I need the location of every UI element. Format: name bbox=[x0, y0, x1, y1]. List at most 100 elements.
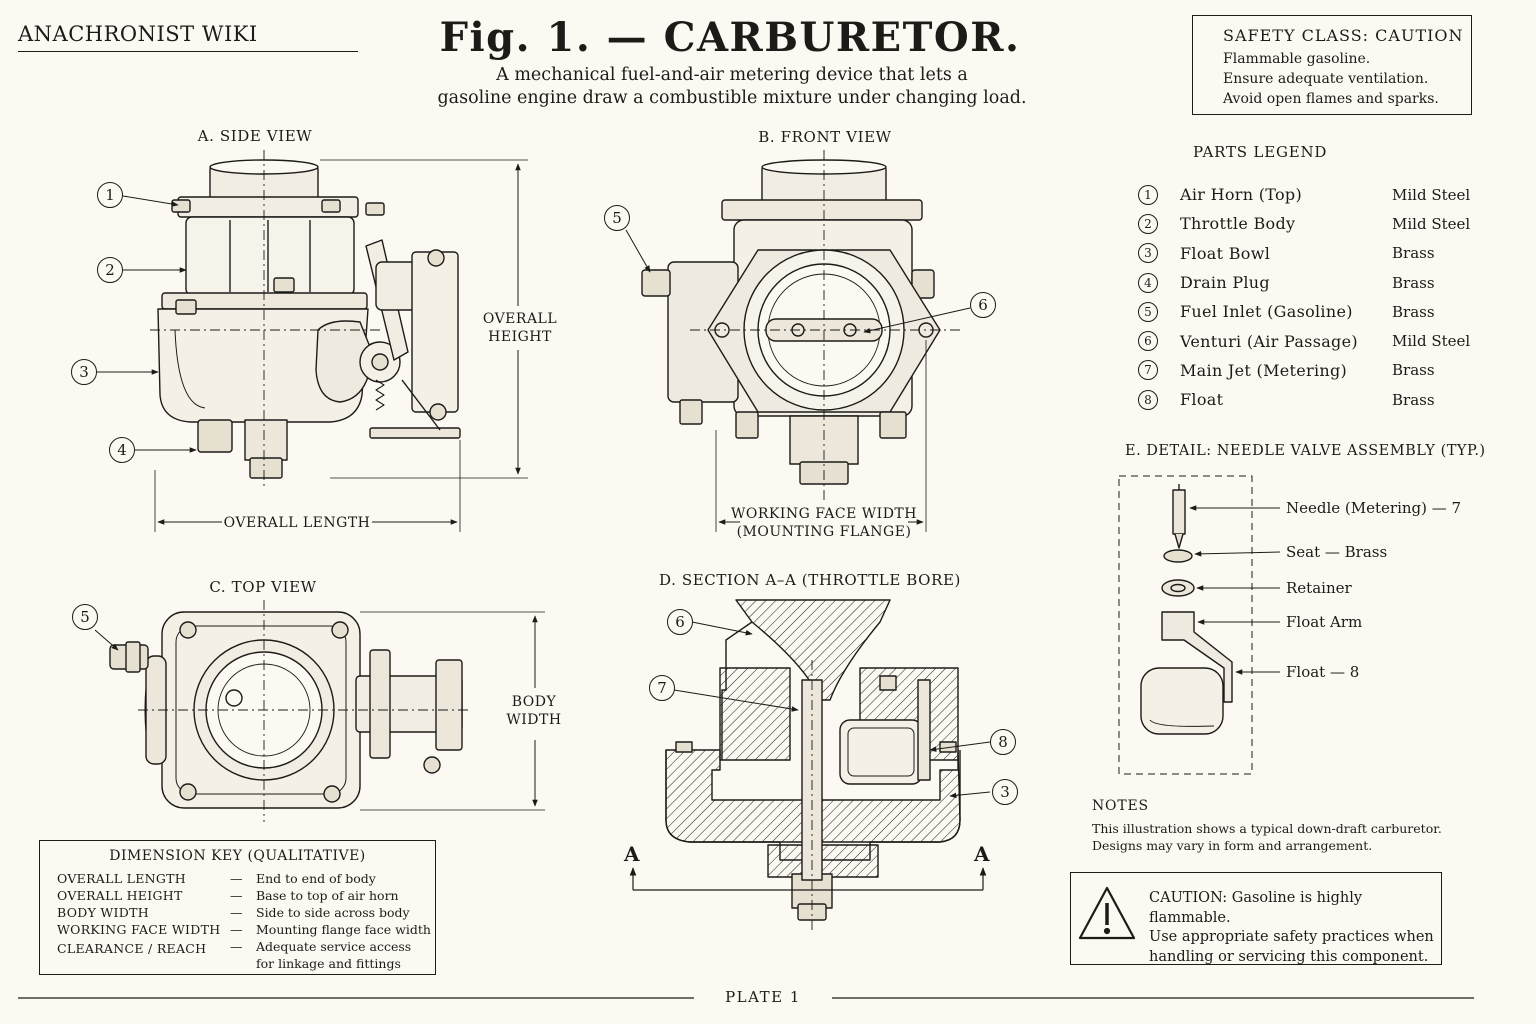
body-width-line-1: BODY bbox=[511, 694, 557, 710]
legend-part-name: Float bbox=[1180, 390, 1224, 410]
notes-line-2: Designs may vary in form and arrangement… bbox=[1092, 838, 1373, 853]
body-width-line-2: WIDTH bbox=[506, 712, 562, 728]
wiki-title[interactable]: ANACHRONIST WIKI bbox=[18, 22, 358, 52]
legend-row: 2 Throttle Body Mild Steel bbox=[1138, 209, 1478, 238]
dimension-key-desc-continuation: for linkage and fittings bbox=[256, 956, 401, 971]
detail-label-float: Float — 8 bbox=[1286, 663, 1360, 681]
detail-label-seat: Seat — Brass bbox=[1286, 543, 1388, 561]
plate-label: PLATE 1 bbox=[725, 988, 801, 1006]
legend-material: Brass bbox=[1392, 390, 1435, 409]
front-view-label: B. FRONT VIEW bbox=[758, 128, 892, 146]
legend-part-name: Fuel Inlet (Gasoline) bbox=[1180, 302, 1353, 322]
dimension-key-term: OVERALL LENGTH bbox=[57, 871, 186, 886]
notes-line-1: This illustration shows a typical down-d… bbox=[1092, 821, 1442, 836]
legend-material: Brass bbox=[1392, 302, 1435, 321]
legend-number: 8 bbox=[1138, 389, 1158, 410]
working-face-line-1: WORKING FACE WIDTH bbox=[731, 506, 917, 522]
dimension-key-dash: — bbox=[230, 888, 243, 903]
legend-number: 3 bbox=[1138, 243, 1158, 264]
legend-part-name: Throttle Body bbox=[1180, 214, 1296, 234]
legend-material: Mild Steel bbox=[1392, 332, 1471, 351]
detail-label-retainer: Retainer bbox=[1286, 579, 1352, 597]
working-face-width-label: WORKING FACE WIDTH (MOUNTING FLANGE) bbox=[726, 505, 922, 541]
overall-height-label: OVERALL HEIGHT bbox=[478, 310, 562, 346]
callout-side-3: 3 bbox=[71, 359, 97, 385]
section-marker-right: A bbox=[974, 842, 990, 866]
caution-line-2: Use appropriate safety practices when bbox=[1149, 929, 1434, 945]
legend-material: Mild Steel bbox=[1392, 185, 1471, 204]
legend-part-name: Drain Plug bbox=[1180, 273, 1270, 293]
dimension-key-desc: Side to side across body bbox=[256, 905, 410, 920]
legend-part-name: Air Horn (Top) bbox=[1180, 185, 1303, 205]
legend-number: 4 bbox=[1138, 272, 1158, 293]
dimension-key-dash: — bbox=[230, 939, 243, 954]
callout-section-3: 3 bbox=[992, 779, 1018, 805]
detail-label-float-arm: Float Arm bbox=[1286, 613, 1363, 631]
dimension-key-term: WORKING FACE WIDTH bbox=[57, 922, 221, 937]
safety-line-2: Ensure adequate ventilation. bbox=[1223, 71, 1429, 87]
top-view-label: C. TOP VIEW bbox=[209, 578, 317, 596]
legend-number: 1 bbox=[1138, 184, 1158, 205]
parts-legend: 1 Air Horn (Top) Mild Steel 2 Throttle B… bbox=[1138, 180, 1478, 414]
legend-number: 6 bbox=[1138, 331, 1158, 352]
legend-row: 6 Venturi (Air Passage) Mild Steel bbox=[1138, 326, 1478, 355]
callout-top-5: 5 bbox=[72, 604, 98, 630]
caution-line-1: CAUTION: Gasoline is highly flammable. bbox=[1149, 890, 1363, 926]
figure-subtitle: A mechanical fuel-and-air metering devic… bbox=[400, 64, 1064, 110]
needle-valve-detail-drawing bbox=[1118, 475, 1281, 775]
callout-side-1: 1 bbox=[97, 182, 123, 208]
callout-section-8: 8 bbox=[990, 729, 1016, 755]
front-view-drawing bbox=[625, 150, 971, 532]
dimension-key-term: CLEARANCE / REACH bbox=[57, 941, 207, 956]
safety-line-3: Avoid open flames and sparks. bbox=[1223, 91, 1439, 107]
detail-label-needle: Needle (Metering) — 7 bbox=[1286, 499, 1462, 517]
dimension-key-box: DIMENSION KEY (QUALITATIVE) OVERALL LENG… bbox=[39, 840, 436, 975]
side-view-drawing bbox=[97, 150, 528, 532]
dimension-key-dash: — bbox=[230, 905, 243, 920]
caution-line-3: handling or servicing this component. bbox=[1149, 948, 1429, 965]
legend-material: Mild Steel bbox=[1392, 214, 1471, 233]
safety-line-1: Flammable gasoline. bbox=[1223, 51, 1371, 67]
parts-legend-title: PARTS LEGEND bbox=[1193, 143, 1328, 161]
section-view-drawing bbox=[629, 599, 991, 930]
section-marker-left: A bbox=[624, 842, 640, 866]
top-view-drawing bbox=[94, 600, 545, 822]
callout-side-2: 2 bbox=[97, 257, 123, 283]
warning-triangle-icon bbox=[1078, 886, 1136, 940]
callout-section-6: 6 bbox=[667, 609, 693, 635]
dimension-key-desc: Adequate service access bbox=[256, 939, 412, 954]
overall-height-line-1: OVERALL bbox=[482, 311, 558, 327]
legend-part-name: Float Bowl bbox=[1180, 243, 1271, 263]
dimension-key-title: DIMENSION KEY (QUALITATIVE) bbox=[109, 848, 366, 864]
callout-front-5: 5 bbox=[604, 205, 630, 231]
side-view-label: A. SIDE VIEW bbox=[197, 127, 313, 145]
notes-body: This illustration shows a typical down-d… bbox=[1092, 820, 1472, 854]
dimension-key-dash: — bbox=[230, 871, 243, 886]
detail-title: E. DETAIL: NEEDLE VALVE ASSEMBLY (TYP.) bbox=[1125, 443, 1486, 459]
overall-height-line-2: HEIGHT bbox=[488, 329, 552, 345]
notes-title: NOTES bbox=[1092, 798, 1149, 814]
dimension-key-term: OVERALL HEIGHT bbox=[57, 888, 183, 903]
callout-side-4: 4 bbox=[109, 437, 135, 463]
legend-row: 8 Float Brass bbox=[1138, 385, 1478, 414]
callout-front-6: 6 bbox=[970, 292, 996, 318]
dimension-key-dash: — bbox=[230, 922, 243, 937]
subtitle-line-2: gasoline engine draw a combustible mixtu… bbox=[437, 88, 1027, 108]
legend-part-name: Main Jet (Metering) bbox=[1180, 360, 1348, 380]
dimension-key-term: BODY WIDTH bbox=[57, 905, 149, 920]
legend-material: Brass bbox=[1392, 361, 1435, 380]
subtitle-line-1: A mechanical fuel-and-air metering devic… bbox=[496, 65, 968, 85]
body-width-label: BODY WIDTH bbox=[500, 693, 568, 729]
callout-section-7: 7 bbox=[649, 675, 675, 701]
legend-row: 3 Float Bowl Brass bbox=[1138, 239, 1478, 268]
legend-material: Brass bbox=[1392, 273, 1435, 292]
legend-row: 5 Fuel Inlet (Gasoline) Brass bbox=[1138, 297, 1478, 326]
overall-length-label: OVERALL LENGTH bbox=[223, 515, 371, 531]
legend-number: 5 bbox=[1138, 301, 1158, 322]
caution-box: CAUTION: Gasoline is highly flammable. U… bbox=[1070, 872, 1442, 965]
safety-class-box: SAFETY CLASS: CAUTION Flammable gasoline… bbox=[1192, 15, 1472, 115]
dimension-key-desc: Base to top of air horn bbox=[256, 888, 399, 903]
legend-row: 1 Air Horn (Top) Mild Steel bbox=[1138, 180, 1478, 209]
figure-title: Fig. 1. — CARBURETOR. bbox=[439, 14, 1021, 61]
section-view-label: D. SECTION A–A (THROTTLE BORE) bbox=[659, 571, 961, 589]
